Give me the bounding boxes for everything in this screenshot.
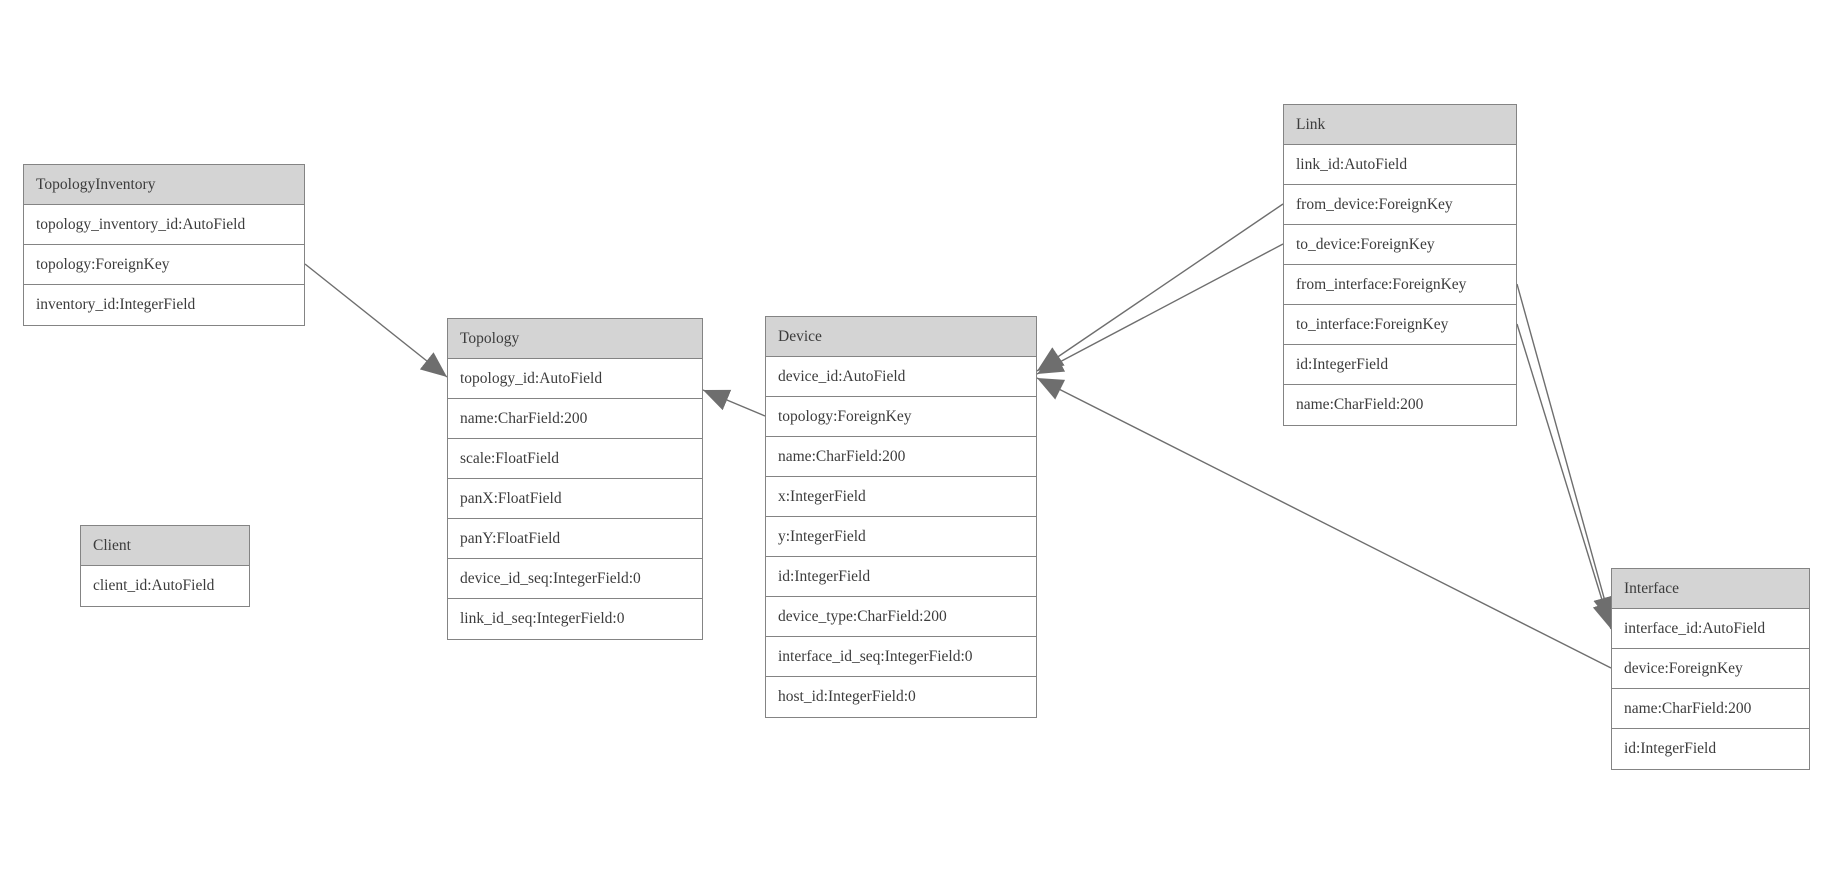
field-row: name:CharField:200 xyxy=(1284,385,1516,425)
field-row: host_id:IntegerField:0 xyxy=(766,677,1036,717)
field-row: device:ForeignKey xyxy=(1612,649,1809,689)
field-row: interface_id_seq:IntegerField:0 xyxy=(766,637,1036,677)
entity-title: Client xyxy=(81,526,249,566)
edge-link-to_device xyxy=(1036,243,1284,375)
field-row: topology_inventory_id:AutoField xyxy=(24,205,304,245)
field-row: interface_id:AutoField xyxy=(1612,609,1809,649)
field-row: link_id:AutoField xyxy=(1284,145,1516,185)
edge-topologyinventory-topology xyxy=(304,263,448,378)
field-row: device_type:CharField:200 xyxy=(766,597,1036,637)
field-row: to_device:ForeignKey xyxy=(1284,225,1516,265)
field-row: scale:FloatField xyxy=(448,439,702,479)
field-row: link_id_seq:IntegerField:0 xyxy=(448,599,702,639)
field-row: y:IntegerField xyxy=(766,517,1036,557)
field-row: x:IntegerField xyxy=(766,477,1036,517)
field-row: device_id_seq:IntegerField:0 xyxy=(448,559,702,599)
field-row: topology_id:AutoField xyxy=(448,359,702,399)
field-row: panX:FloatField xyxy=(448,479,702,519)
entity-title: Link xyxy=(1284,105,1516,145)
field-row: from_device:ForeignKey xyxy=(1284,185,1516,225)
edge-link-to_interface xyxy=(1516,323,1614,630)
field-row: topology:ForeignKey xyxy=(766,397,1036,437)
field-row: device_id:AutoField xyxy=(766,357,1036,397)
entity-title: Topology xyxy=(448,319,702,359)
field-row: inventory_id:IntegerField xyxy=(24,285,304,325)
field-row: name:CharField:200 xyxy=(766,437,1036,477)
edge-link-from_device xyxy=(1036,203,1284,372)
field-row: panY:FloatField xyxy=(448,519,702,559)
field-row: topology:ForeignKey xyxy=(24,245,304,285)
field-row: id:IntegerField xyxy=(1612,729,1809,769)
field-row: from_interface:ForeignKey xyxy=(1284,265,1516,305)
edge-link-from_interface xyxy=(1516,283,1615,624)
field-row: name:CharField:200 xyxy=(1612,689,1809,729)
field-row: client_id:AutoField xyxy=(81,566,249,606)
entity-title: TopologyInventory xyxy=(24,165,304,205)
edge-interface-device xyxy=(1036,377,1612,669)
entity-title: Interface xyxy=(1612,569,1809,609)
field-row: id:IntegerField xyxy=(766,557,1036,597)
field-row: to_interface:ForeignKey xyxy=(1284,305,1516,345)
field-row: id:IntegerField xyxy=(1284,345,1516,385)
field-row: name:CharField:200 xyxy=(448,399,702,439)
edge-device-topology xyxy=(702,389,766,417)
entity-title: Device xyxy=(766,317,1036,357)
